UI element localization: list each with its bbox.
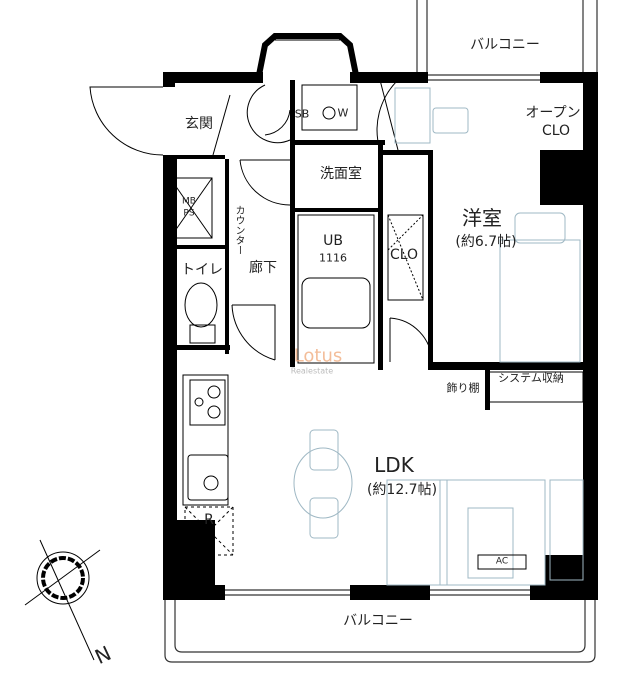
label-mb: MB [182,196,196,207]
label-washer: W [337,106,349,120]
label-system-storage: システム収納 [498,371,564,385]
furniture [293,87,584,586]
label-balcony-top: バルコニー [470,37,540,53]
air-conditioner-unit [477,554,527,570]
label-ldk: LDK [374,453,414,477]
watermark-subtext: Realestate [290,366,334,376]
doors [89,79,433,363]
windows [225,74,593,596]
label-closet: CLO [389,247,419,263]
label-toilet: トイレ [181,262,223,278]
fixtures [169,84,584,556]
label-ldk-size: (約12.7帖) [366,482,438,498]
label-refrigerator: R [204,512,214,528]
label-balcony-bottom: バルコニー [343,613,413,629]
label-counter: カウンター [233,205,244,255]
balcony-bottom [164,598,596,663]
label-hallway: 廊下 [249,260,277,276]
label-ps: PS [183,208,195,219]
label-genkan: 玄関 [185,116,213,132]
compass-icon [24,539,101,661]
balcony-top [416,0,598,72]
label-open-closet: オープン [525,105,581,121]
label-display-shelf: 飾り棚 [446,381,480,395]
label-western-room: 洋室 [462,206,502,230]
interior-walls [175,80,583,410]
label-unit-bath: UB [323,233,343,249]
label-western-room-size: (約6.7帖) [455,234,517,250]
label-unit-bath-size: 1116 [319,251,347,265]
label-shoe-box: SB [294,107,310,121]
bay-window [255,33,360,81]
label-air-conditioner: AC [495,556,509,567]
label-open-closet-clo: CLO [541,123,571,139]
watermark-logo: Lotus [293,345,343,367]
label-washroom: 洗面室 [320,166,362,182]
